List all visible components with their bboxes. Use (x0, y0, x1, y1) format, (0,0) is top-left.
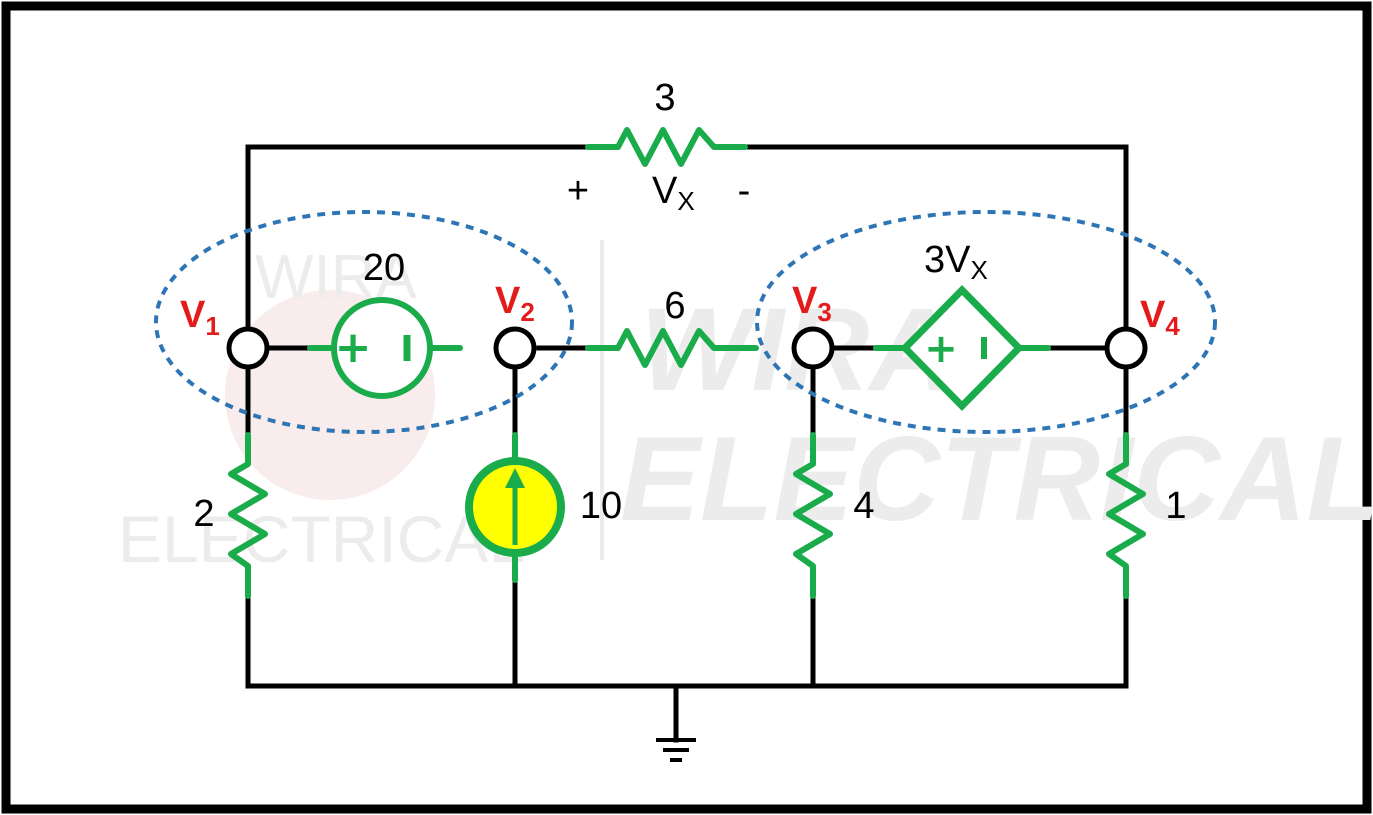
vx-minus: - (738, 170, 751, 212)
voltage-source-value: 20 (363, 247, 405, 289)
resistor-center (793, 432, 833, 599)
node-label-v2: V2 (495, 280, 535, 327)
node-label-v3: V3 (792, 280, 832, 327)
current-source-value: 10 (580, 485, 622, 527)
supernode-ellipse-left (154, 210, 574, 434)
node-v1 (226, 326, 270, 370)
watermark-right-bottom: ELECTRICAL (620, 412, 1373, 546)
watermark-left-bottom: ELECTRICAL (118, 502, 525, 576)
arrow-up-icon (505, 468, 525, 488)
resistor-center-value: 4 (853, 485, 874, 527)
node-circles (226, 326, 1148, 370)
node-label-v4: V4 (1140, 294, 1180, 341)
resistor-right (1106, 432, 1146, 599)
components (228, 127, 1146, 599)
node-v3 (791, 326, 835, 370)
voltage-source: + (331, 297, 433, 399)
resistor-middle (585, 328, 759, 368)
resistor-right-value: 1 (1165, 485, 1186, 527)
vx-label: VX (652, 170, 695, 216)
resistor-top (585, 127, 748, 167)
current-source (465, 457, 565, 557)
node-label-v1: V1 (180, 294, 220, 341)
ground-icon (656, 738, 696, 762)
resistor-top-value: 3 (654, 77, 675, 119)
voltage-source-plus: + (335, 322, 372, 373)
dependent-voltage-source: + (900, 285, 1024, 411)
dependent-source-label: 3VX (924, 239, 988, 285)
supernode-ellipse-right (755, 210, 1217, 434)
dependent-source-plus: + (924, 326, 958, 372)
node-v2 (493, 326, 537, 370)
resistor-left-value: 2 (193, 493, 214, 535)
resistor-left (228, 432, 268, 599)
node-v4 (1104, 326, 1148, 370)
vx-plus: + (567, 170, 589, 212)
watermark-right: WIRA ELECTRICAL (620, 284, 1373, 546)
wires (245, 144, 1129, 743)
resistor-middle-value: 6 (664, 285, 685, 327)
